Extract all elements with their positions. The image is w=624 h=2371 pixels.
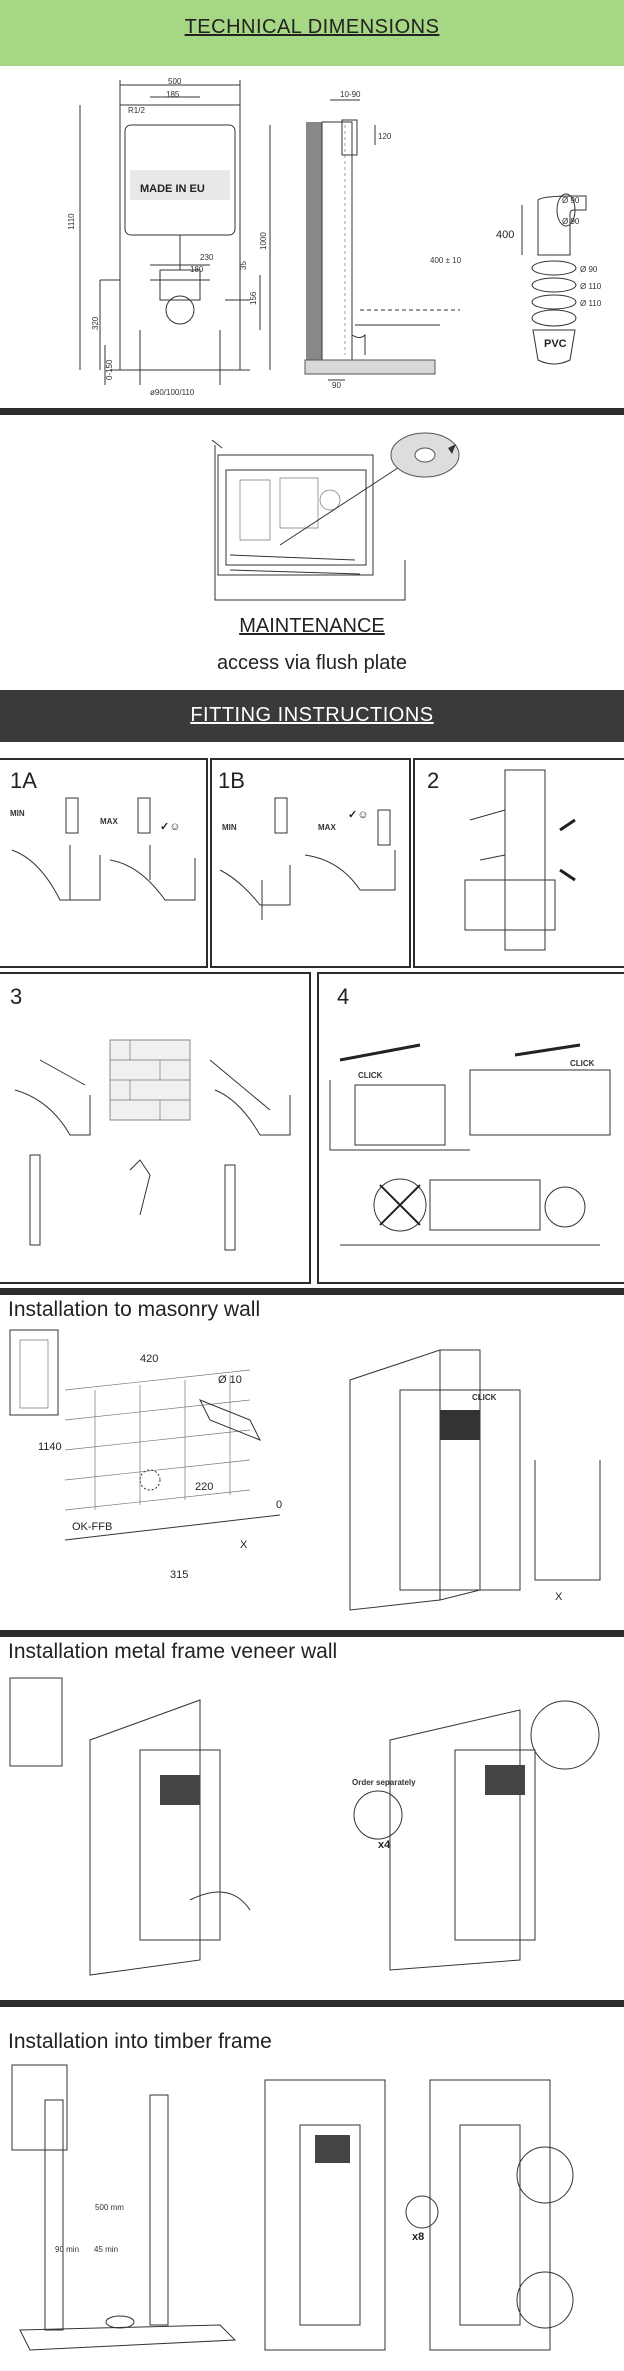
1a-check: ✓☺ — [160, 821, 180, 833]
4-click-2: CLICK — [570, 1059, 595, 1068]
metal-order: Order separately — [352, 1778, 416, 1787]
metal-illustration: Order separately x4 — [0, 0, 624, 2000]
dim-156: 156 — [249, 291, 258, 305]
masonry-220: 220 — [195, 1481, 213, 1493]
masonry-o10: Ø 10 — [218, 1374, 242, 1386]
dim-o90b: Ø 90 — [562, 217, 580, 226]
dim-p400: 400 — [496, 229, 514, 241]
dim-o90c: Ø 90 — [580, 265, 598, 274]
dim-230: 230 — [200, 253, 214, 262]
dim-pipe: ø90/100/110 — [150, 388, 195, 397]
maintenance-illustration — [0, 0, 624, 700]
masonry-1140: 1140 — [38, 1441, 62, 1453]
panel-1b: 1B — [210, 758, 411, 968]
masonry-315: 315 — [170, 1569, 188, 1581]
timber-45: 45 min — [94, 2245, 118, 2254]
dim-185: 185 — [166, 90, 180, 99]
masonry-click: CLICK — [472, 1393, 497, 1402]
1b-max: MAX — [318, 823, 336, 832]
fitting-title: FITTING INSTRUCTIONS — [190, 704, 434, 726]
step-3-label: 3 — [10, 984, 23, 1009]
dim-35: 35 — [239, 261, 248, 270]
masonry-illustration: 420 Ø 10 1140 220 0 OK-FFB X 315 CLICK X — [0, 0, 624, 1640]
panel-3: 3 — [0, 972, 311, 1284]
step-row1-illustrations: MIN MAX ✓☺ MIN MAX ✓☺ — [10, 0, 624, 1000]
separator — [0, 1630, 624, 1637]
dim-180: 180 — [190, 265, 204, 274]
timber-500: 500 mm — [95, 2203, 124, 2212]
pvc-label: PVC — [544, 338, 567, 350]
maintenance-title: MAINTENANCE — [239, 615, 385, 637]
timber-x8: x8 — [412, 2231, 424, 2243]
header-bar — [0, 0, 624, 66]
step-row2-illustrations: CLICK CLICK — [0, 0, 624, 1300]
masonry-title: Installation to masonry wall — [8, 1298, 261, 1321]
step-1b-label: 1B — [218, 768, 245, 793]
dim-10-90: 10-90 — [340, 90, 361, 99]
dim-o110a: Ø 110 — [580, 282, 602, 291]
dim-500: 500 — [168, 77, 182, 86]
dim-0150: 0-150 — [105, 359, 114, 380]
dim-r12: R1/2 — [128, 106, 145, 115]
dim-1000: 1000 — [259, 232, 268, 250]
1b-check: ✓☺ — [348, 809, 368, 821]
separator — [0, 1288, 624, 1295]
masonry-0: 0 — [276, 1499, 282, 1511]
1a-min: MIN — [10, 809, 25, 818]
panel-1a: 1A — [0, 758, 208, 968]
step-1a-label: 1A — [10, 768, 37, 793]
metal-title: Installation metal frame veneer wall — [8, 1640, 338, 1663]
separator — [0, 408, 624, 415]
maintenance-subtitle: access via flush plate — [216, 652, 408, 674]
dim-400-10: 400 ± 10 — [430, 256, 462, 265]
page-title: TECHNICAL DIMENSIONS — [184, 16, 440, 38]
dim-320: 320 — [91, 316, 100, 330]
panel-2: 2 — [413, 758, 624, 968]
1a-max: MAX — [100, 817, 118, 826]
dim-o90a: Ø 90 — [562, 196, 580, 205]
dim-120: 120 — [378, 132, 392, 141]
separator — [0, 2000, 624, 2007]
technical-drawing — [0, 0, 624, 420]
masonry-420: 420 — [140, 1353, 158, 1365]
masonry-x2: X — [555, 1591, 563, 1603]
timber-title: Installation into timber frame — [8, 2030, 272, 2053]
step-2-label: 2 — [427, 768, 440, 793]
masonry-okffb: OK-FFB — [72, 1521, 112, 1533]
dim-1110: 1110 — [67, 213, 76, 230]
dimension-labels: 500 185 R1/2 1110 1000 MADE IN EU 230 18… — [67, 77, 602, 397]
metal-x4: x4 — [378, 1839, 391, 1851]
timber-90: 90 min — [55, 2245, 79, 2254]
made-in-eu: MADE IN EU — [140, 183, 205, 195]
masonry-x: X — [240, 1539, 248, 1551]
fitting-bar — [0, 690, 624, 742]
1b-min: MIN — [222, 823, 237, 832]
step-4-label: 4 — [337, 984, 350, 1009]
dim-90: 90 — [332, 381, 341, 390]
dim-o110b: Ø 110 — [580, 299, 602, 308]
4-click-1: CLICK — [358, 1071, 383, 1080]
